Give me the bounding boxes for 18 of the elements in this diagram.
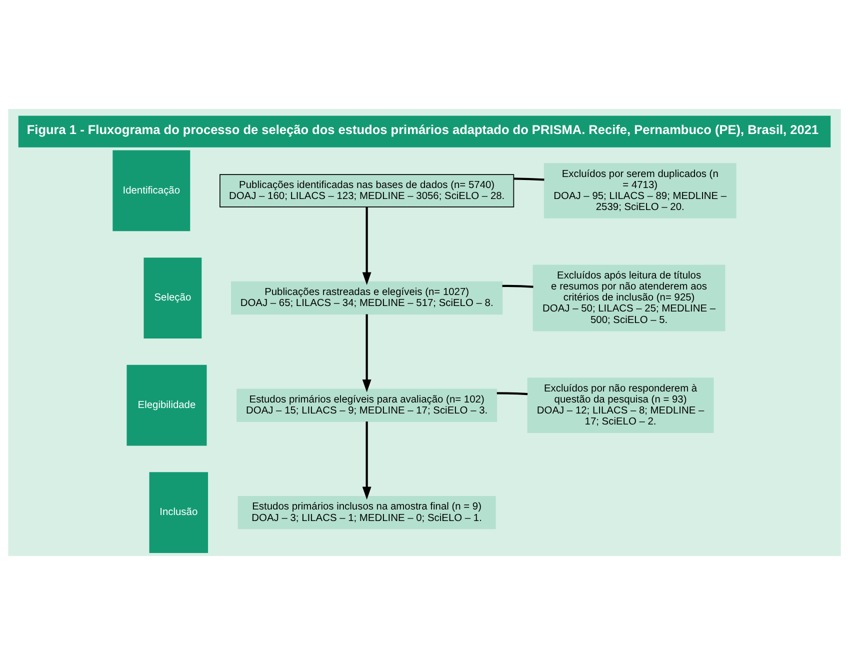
diagram-title: Figura 1 - Fluxograma do processo de seleção dos estudos primários adaptado do PRISMA. Recife, Pernambuco (PE), Brasil, 2021 xyxy=(26,122,819,138)
node-box: Estudos primários inclusos na amostra final (n = 9) DOAJ – 3; LILACS – 1; MEDLINE – 0; SciELO – 1. xyxy=(238,496,496,530)
node-box: Inclusão xyxy=(149,472,208,554)
node-box: Excluídos por não responderem à questão da pesquisa (n = 93) DOAJ – 12; LILACS – 8; MEDLINE – 17; SciELO – 2. xyxy=(527,378,714,433)
node-box: Publicações identificadas nas bases de dados (n= 5740) DOAJ – 160; LILACS – 123; MEDLINE – 3056; SciELO – 28. xyxy=(220,174,514,208)
node-box: Publicações rastreadas e elegíveis (n= 1027) DOAJ – 65; LILACS – 34; MEDLINE – 517; SciELO – 8. xyxy=(231,281,503,315)
connector xyxy=(502,284,534,288)
node-box: Excluídos após leitura de títulos e resumos por não atenderem aos critérios de inclusão (n= 925) DOAJ – 50; LILACS – 25; MEDLINE – 500; SciELO – 5. xyxy=(532,264,726,332)
node-box: Elegibilidade xyxy=(126,364,207,446)
node-box: Excluídos por serem duplicados (n = 4713) DOAJ – 95; LILACS – 89; MEDLINE – 2539; SciELO – 20. xyxy=(544,163,736,218)
arrow xyxy=(362,206,372,286)
arrow xyxy=(362,314,372,392)
connector xyxy=(496,392,528,396)
arrow xyxy=(362,422,372,500)
node-box: Estudos primários elegíveis para avaliação (n= 102) DOAJ – 15; LILACS – 9; MEDLINE – 17; SciELO – 3. xyxy=(236,388,498,422)
node-box: Seleção xyxy=(144,258,202,338)
node-box: Identificação xyxy=(112,150,190,232)
connector xyxy=(514,178,544,181)
